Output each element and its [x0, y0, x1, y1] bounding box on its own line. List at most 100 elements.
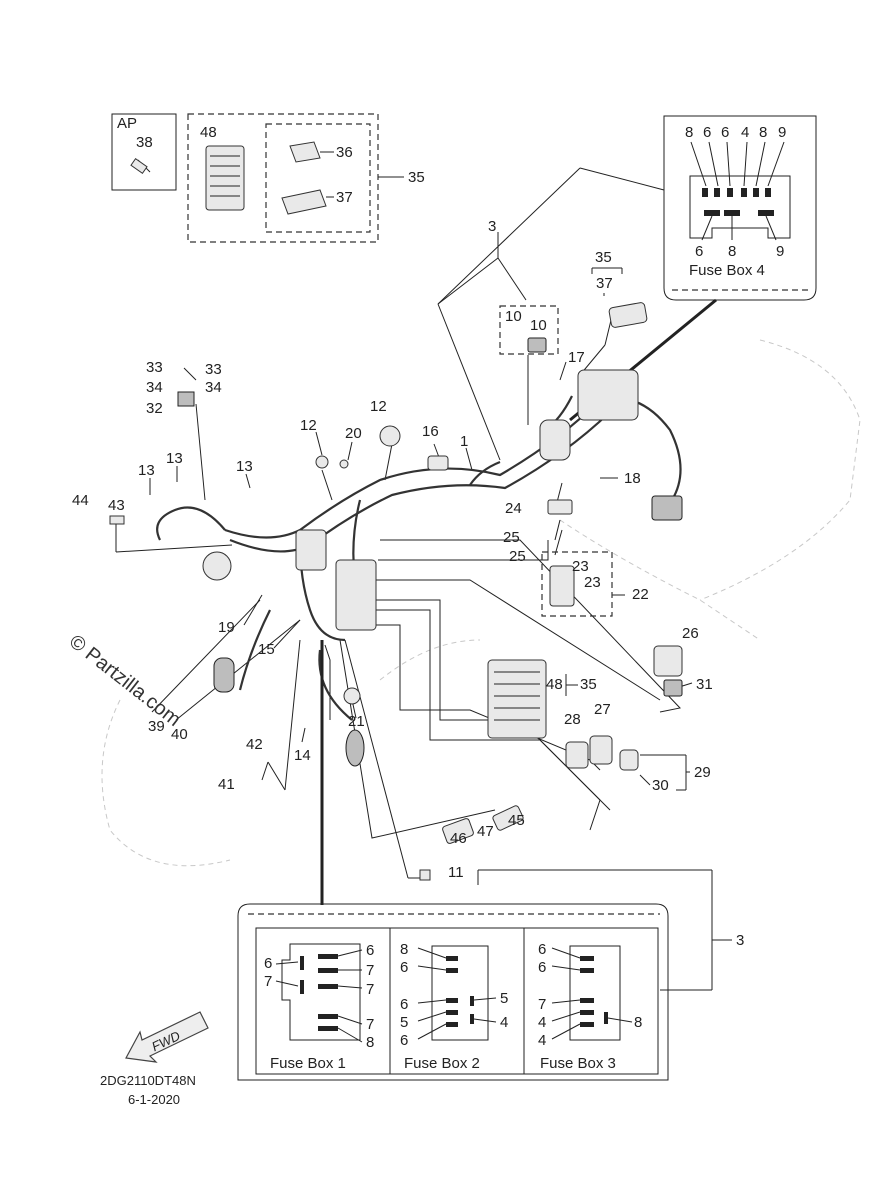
label-fb4-b1: 6	[695, 243, 703, 260]
label-fb2-title: Fuse Box 2	[404, 1055, 480, 1072]
label-fb1-title: Fuse Box 1	[270, 1055, 346, 1072]
watermark: © Partzilla.com	[65, 631, 185, 731]
callout-c3b: 3	[736, 932, 744, 949]
callout-c12a: 12	[300, 417, 317, 434]
callout-c36: 36	[336, 144, 353, 161]
fwd-arrow-icon: FWD	[125, 1011, 209, 1063]
label-fb2-l1: 8	[400, 941, 408, 958]
label-fb3-r1: 8	[634, 1014, 642, 1031]
fuse-box-4-top-labels: 8 6 6 4 8 9	[685, 124, 786, 141]
label-fb4-t2: 6	[703, 124, 711, 141]
label-fb1-r4: 7	[366, 1016, 374, 1033]
callout-c40: 40	[171, 726, 188, 743]
callout-labels: 3 35 37 10 10 17 33 33 34 34 32 12 12 20…	[72, 218, 744, 949]
label-fb4-t4: 4	[741, 124, 749, 141]
callout-c23a: 23	[572, 558, 589, 575]
label-fb4-t6: 9	[778, 124, 786, 141]
callout-c13b: 13	[138, 462, 155, 479]
callout-c13a: 13	[166, 450, 183, 467]
callout-c47: 47	[477, 823, 494, 840]
callout-c37a: 37	[336, 189, 353, 206]
callout-c15: 15	[258, 641, 275, 658]
callout-c1: 1	[460, 433, 468, 450]
callout-c48a: 48	[200, 124, 217, 141]
label-fb3-title: Fuse Box 3	[540, 1055, 616, 1072]
label-fb1-l2: 7	[264, 973, 272, 990]
label-fb4-t3: 6	[721, 124, 729, 141]
callout-c10a: 10	[505, 308, 522, 325]
callout-c48b: 48	[546, 676, 563, 693]
label-fb3-l2: 6	[538, 959, 546, 976]
callout-c37b: 37	[596, 275, 613, 292]
label-fb1-r3: 7	[366, 981, 374, 998]
label-fb1-r5: 8	[366, 1034, 374, 1051]
callout-c41: 41	[218, 776, 235, 793]
label-fb3-l5: 4	[538, 1032, 546, 1049]
label-fb3-l1: 6	[538, 941, 546, 958]
callout-c33b: 33	[205, 361, 222, 378]
callout-c35a: 35	[408, 169, 425, 186]
callout-c30: 30	[652, 777, 669, 794]
label-fb3-l3: 7	[538, 996, 546, 1013]
label-fwd_label: FWD	[149, 1028, 182, 1054]
fuse-box-4-inset: 8 6 6 4 8 9 6 8 9 Fuse Box 4	[663, 115, 817, 301]
callout-c39: 39	[148, 718, 165, 735]
group-boxes	[499, 305, 613, 617]
callout-c32: 32	[146, 400, 163, 417]
label-fb2-l4: 5	[400, 1014, 408, 1031]
callout-c35c: 35	[580, 676, 597, 693]
label-fb2-l2: 6	[400, 959, 408, 976]
label-fb4-t5: 8	[759, 124, 767, 141]
callout-c44: 44	[72, 492, 89, 509]
label-fb4-title: Fuse Box 4	[689, 262, 765, 279]
label-fb2-r2: 4	[500, 1014, 508, 1031]
callout-c24: 24	[505, 500, 522, 517]
callout-c20: 20	[345, 425, 362, 442]
leader-lines	[115, 167, 732, 991]
label-fb1-l1: 6	[264, 955, 272, 972]
drawing-date: 6-1-2020	[128, 1092, 180, 1107]
callout-c34b: 34	[205, 379, 222, 396]
callout-c13c: 13	[236, 458, 253, 475]
fuse-boxes-1-3-panel: 6 7 6 7 7 7 8 Fuse Box 1 8 6 6 5 6 5 4 F…	[237, 640, 669, 1081]
callout-c34a: 34	[146, 379, 163, 396]
callout-c46: 46	[450, 830, 467, 847]
callout-c21: 21	[348, 713, 365, 730]
components	[109, 302, 683, 881]
drawing-code: 2DG2110DT48N	[100, 1073, 196, 1088]
label-fb2-r1: 5	[500, 990, 508, 1007]
vehicle-outline-ghost	[101, 339, 861, 867]
callout-c12b: 12	[370, 398, 387, 415]
callout-c33a: 33	[146, 359, 163, 376]
label-fb3-l4: 4	[538, 1014, 546, 1031]
callout-c10b: 10	[530, 317, 547, 334]
callout-c35b: 35	[595, 249, 612, 266]
label-fb4-b3: 9	[776, 243, 784, 260]
callout-c38: 38	[136, 134, 153, 151]
callout-c18: 18	[624, 470, 641, 487]
callout-c43: 43	[108, 497, 125, 514]
callout-c14: 14	[294, 747, 311, 764]
label-fb1-r2: 7	[366, 962, 374, 979]
callout-c16: 16	[422, 423, 439, 440]
callout-c25b: 25	[509, 548, 526, 565]
callout-c17: 17	[568, 349, 585, 366]
label-fb4-b2: 8	[728, 243, 736, 260]
label-fb4-t1: 8	[685, 124, 693, 141]
callout-c42: 42	[246, 736, 263, 753]
kit-box-35: 48 36 37 35	[187, 113, 425, 243]
callout-c23b: 23	[584, 574, 601, 591]
callout-c11: 11	[448, 864, 464, 881]
callout-c31: 31	[696, 676, 713, 693]
ap-box: AP 38	[111, 113, 177, 191]
callout-c25a: 25	[503, 529, 520, 546]
label-fb2-l5: 6	[400, 1032, 408, 1049]
callout-c29: 29	[694, 764, 711, 781]
callout-c28: 28	[564, 711, 581, 728]
callout-c27: 27	[594, 701, 611, 718]
label-fb1-r1: 6	[366, 942, 374, 959]
callout-c19: 19	[218, 619, 235, 636]
callout-c26: 26	[682, 625, 699, 642]
callout-c45: 45	[508, 812, 525, 829]
